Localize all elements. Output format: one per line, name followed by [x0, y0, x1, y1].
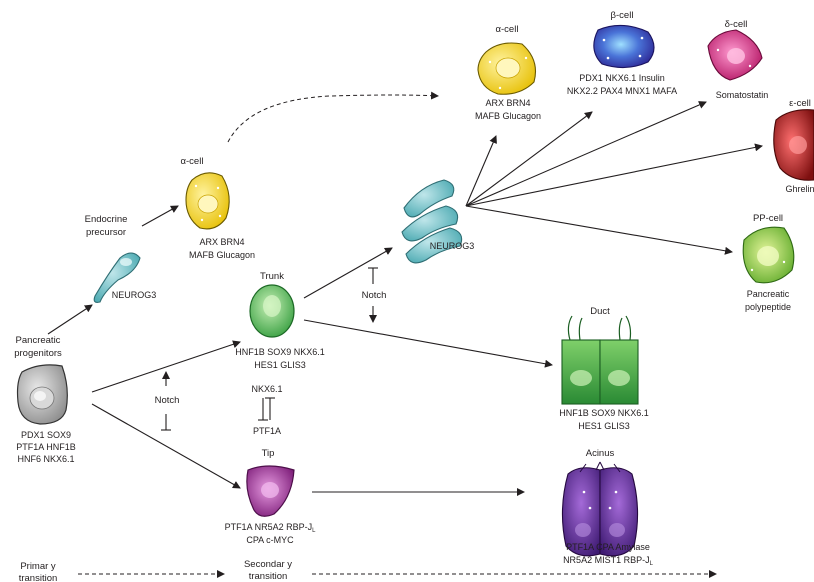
pp-title: PP-cell	[753, 213, 783, 224]
epsilon-cell	[773, 109, 814, 181]
primary-alpha-markers-2: MAFB Glucagon	[189, 250, 255, 260]
tip-markers-2: CPA c-MYC	[246, 535, 294, 545]
progenitor-markers-1: PDX1 SOX9	[21, 430, 71, 440]
trunk-markers-2: HES1 GLIS3	[254, 360, 306, 370]
alpha-markers-1: ARX BRN4	[485, 98, 530, 108]
acinus-title: Acinus	[586, 448, 615, 459]
epsilon-title: ε-cell	[789, 98, 811, 109]
tip-markers-1: PTF1A NR5A2 RBP-JL	[225, 522, 317, 534]
duct-markers-2: HES1 GLIS3	[578, 421, 630, 431]
endocrine-precursor-title-2: precursor	[86, 227, 126, 238]
primary-transition-2: transition	[19, 573, 58, 582]
mutual-repression-symbol	[258, 397, 275, 421]
pp-markers-1: Pancreatic	[747, 289, 790, 299]
lineage-arrows	[47, 91, 763, 496]
acinus-cells	[561, 461, 639, 557]
tip-title: Tip	[262, 448, 275, 459]
trunk-title: Trunk	[260, 271, 284, 282]
pp-markers-2: polypeptide	[745, 302, 791, 312]
primary-alpha-cell	[185, 172, 230, 230]
secondary-transition-2: transition	[249, 571, 288, 582]
trunk-cell	[249, 284, 295, 338]
progenitor-title-1: Pancreatic	[16, 335, 61, 346]
progenitor-markers-2: PTF1A HNF1B	[16, 442, 76, 452]
acinus-markers-1: PTF1A CPA Amylase	[566, 542, 650, 552]
notch-left-symbol	[161, 371, 171, 431]
progenitor-title-2: progenitors	[14, 348, 62, 359]
endocrine-precursor-marker: NEUROG3	[112, 290, 157, 300]
endocrine-precursor-title-1: Endocrine	[85, 214, 128, 225]
alpha-markers-2: MAFB Glucagon	[475, 111, 541, 121]
trunk-markers-1: HNF1B SOX9 NKX6.1	[235, 347, 325, 357]
alpha-title: α-cell	[496, 24, 519, 35]
beta-cell	[593, 24, 655, 69]
beta-title: β-cell	[611, 10, 634, 21]
secondary-neurog3-label: NEUROG3	[430, 241, 475, 251]
nkx-label: NKX6.1	[251, 384, 282, 394]
delta-title: δ-cell	[725, 19, 748, 30]
epsilon-marker: Ghrelin	[785, 184, 814, 194]
primary-alpha-markers-1: ARX BRN4	[199, 237, 244, 247]
duct-title: Duct	[590, 306, 610, 317]
duct-cells	[561, 315, 639, 405]
tip-cell	[246, 465, 295, 517]
delta-cell	[707, 29, 763, 81]
acinus-markers-2: NR5A2 MIST1 RBP-JL	[563, 555, 654, 567]
progenitor-markers-3: HNF6 NKX6.1	[17, 454, 74, 464]
notch-right-symbol	[368, 267, 378, 323]
progenitor-cell	[16, 364, 68, 425]
ptf1a-label: PTF1A	[253, 426, 281, 436]
primary-transition-1: Primar y	[20, 561, 56, 572]
duct-markers-1: HNF1B SOX9 NKX6.1	[559, 408, 649, 418]
notch-right-label: Notch	[362, 290, 387, 301]
secondary-transition-1: Secondar y	[244, 559, 292, 570]
delta-marker: Somatostatin	[716, 90, 769, 100]
endocrine-precursor-cell	[93, 252, 141, 303]
notch-left-label: Notch	[155, 395, 180, 406]
secondary-neurog3-cells	[401, 179, 463, 264]
beta-markers-1: PDX1 NKX6.1 Insulin	[579, 73, 665, 83]
primary-alpha-title: α-cell	[181, 156, 204, 167]
pp-cell	[742, 226, 795, 284]
alpha-cell	[477, 42, 537, 95]
beta-markers-2: NKX2.2 PAX4 MNX1 MAFA	[567, 86, 677, 96]
